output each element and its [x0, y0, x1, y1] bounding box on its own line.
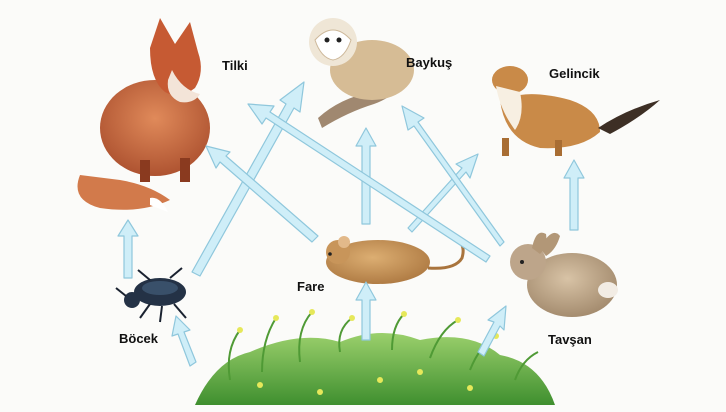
arrow-bocek-to-tilki	[118, 220, 138, 278]
label-tavsan: Tavşan	[548, 332, 592, 347]
mouse-illustration	[326, 236, 463, 284]
label-tilki: Tilki	[222, 58, 248, 73]
arrow-tavsan-to-gelincik	[564, 160, 584, 230]
arrow-ot-to-bocek	[172, 316, 196, 366]
label-baykus: Baykuş	[406, 55, 452, 70]
arrow-ot-to-fare	[356, 282, 376, 340]
label-fare: Fare	[297, 279, 324, 294]
rabbit-illustration	[510, 233, 618, 317]
owl-illustration	[309, 18, 414, 128]
fox-illustration	[78, 18, 211, 212]
label-gelincik: Gelincik	[549, 66, 600, 81]
label-bocek: Böcek	[119, 331, 158, 346]
arrow-ot-to-tavsan	[478, 306, 506, 356]
